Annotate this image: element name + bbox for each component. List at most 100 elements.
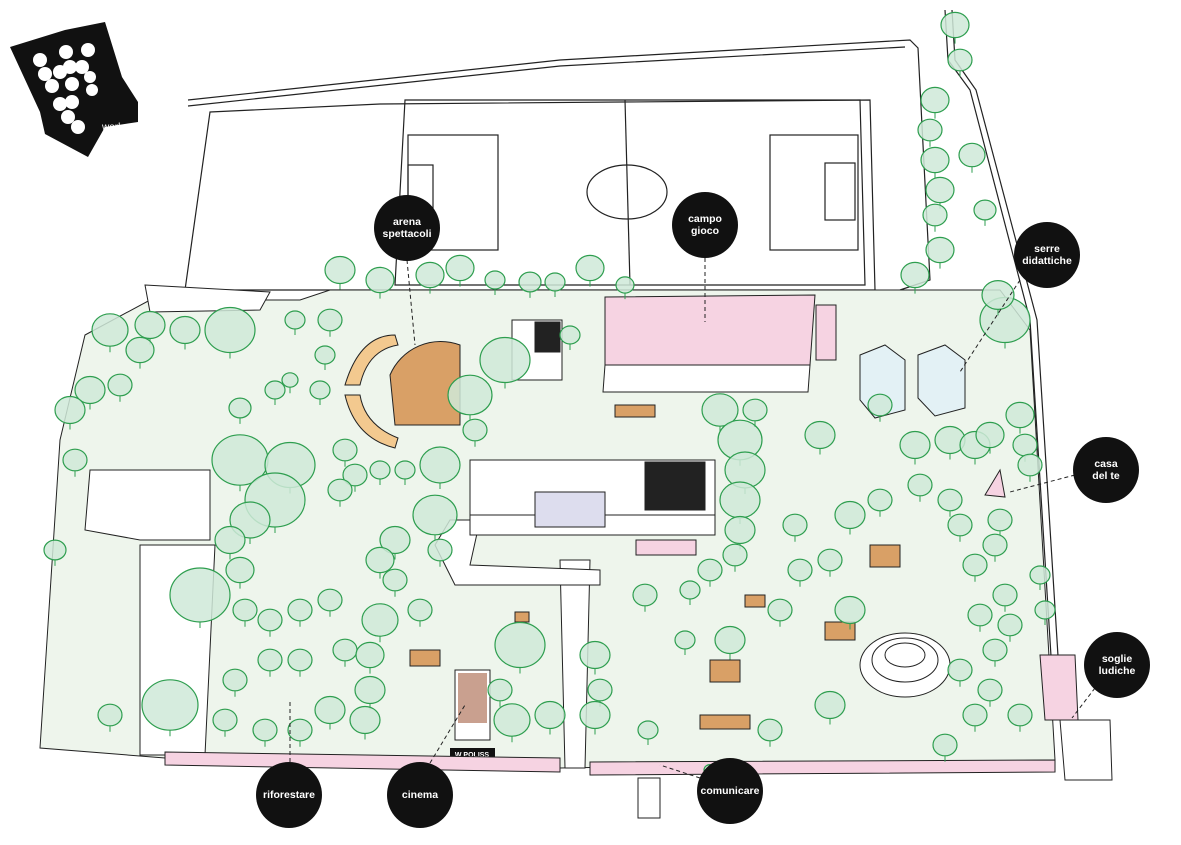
tree-icon xyxy=(415,261,445,289)
tree-icon xyxy=(125,336,155,364)
tree-icon xyxy=(447,374,493,416)
tree-icon xyxy=(493,703,531,737)
tree-icon xyxy=(382,568,408,592)
tree-icon xyxy=(419,446,461,484)
tree-icon xyxy=(674,630,696,650)
tree-icon xyxy=(264,380,286,400)
wood-deck xyxy=(514,611,530,623)
label-text: serre xyxy=(1034,243,1060,255)
tree-icon xyxy=(719,481,761,519)
tree-icon xyxy=(917,118,943,142)
tree-icon xyxy=(834,500,866,530)
hill xyxy=(859,632,951,698)
tree-icon xyxy=(169,315,201,345)
tree-icon xyxy=(992,583,1018,607)
tree-icon xyxy=(97,703,123,727)
south-wall-east xyxy=(589,759,1056,776)
wood-deck xyxy=(709,659,741,683)
tree-icon xyxy=(365,546,395,574)
tree-icon xyxy=(697,558,723,582)
logo-line2: in poliss xyxy=(102,132,139,143)
label-text: comunicare xyxy=(700,785,760,797)
tree-icon xyxy=(962,553,988,577)
tree-icon xyxy=(484,270,506,290)
wood-deck xyxy=(869,544,901,568)
tree-icon xyxy=(987,508,1013,532)
label-riforestare[interactable]: riforestare xyxy=(256,762,322,828)
tree-icon xyxy=(1007,703,1033,727)
tree-icon xyxy=(867,393,893,417)
tree-icon xyxy=(284,310,306,330)
label-cinema[interactable]: cinema xyxy=(387,762,453,828)
tree-icon xyxy=(222,668,248,692)
tree-icon xyxy=(412,494,458,536)
label-text: spettacoli xyxy=(382,228,432,240)
tree-icon xyxy=(518,271,542,293)
tree-icon xyxy=(722,543,748,567)
tree-icon xyxy=(940,11,970,39)
tree-icon xyxy=(973,199,997,221)
tree-icon xyxy=(212,708,238,732)
tree-icon xyxy=(757,718,783,742)
tree-icon xyxy=(287,648,313,672)
tree-icon xyxy=(767,598,793,622)
tree-icon xyxy=(587,678,613,702)
tree-icon xyxy=(907,473,933,497)
tree-icon xyxy=(287,598,313,622)
label-text: gioco xyxy=(691,225,719,237)
tree-icon xyxy=(899,430,931,460)
tree-icon xyxy=(782,513,808,537)
tree-icon xyxy=(91,313,129,347)
wood-decks xyxy=(409,404,901,730)
tree-icon xyxy=(407,598,433,622)
tree-icon xyxy=(1017,453,1043,477)
label-text: soglie xyxy=(1101,653,1133,665)
label-text: del te xyxy=(1092,470,1120,482)
arena xyxy=(344,334,461,449)
soglie-ludiche-court xyxy=(1059,719,1113,781)
tree-icon xyxy=(394,460,416,480)
tree-icon xyxy=(834,595,866,625)
tree-icon xyxy=(714,625,746,655)
tree-icon xyxy=(317,588,343,612)
tree-icon xyxy=(361,603,399,637)
soglie-ludiche-area xyxy=(1039,654,1079,721)
label-text: casa xyxy=(1094,458,1118,470)
tree-icon xyxy=(925,236,955,264)
tree-icon xyxy=(479,336,531,384)
tree-icon xyxy=(257,608,283,632)
wood-deck xyxy=(744,594,766,608)
tree-icon xyxy=(922,203,948,227)
main-building xyxy=(469,319,716,556)
tree-icon xyxy=(932,733,958,757)
tree-icon xyxy=(804,420,836,450)
label-text: cinema xyxy=(401,789,439,801)
tree-icon xyxy=(947,48,973,72)
tree-icon xyxy=(445,254,475,282)
tree-icon xyxy=(494,621,546,669)
tree-icon xyxy=(232,598,258,622)
tree-icon xyxy=(817,548,843,572)
tree-icon xyxy=(365,266,395,294)
tree-icon xyxy=(920,146,950,174)
tree-icon xyxy=(349,705,381,735)
logo-mark xyxy=(10,22,138,157)
tree-icon xyxy=(1034,600,1056,620)
tree-icon xyxy=(462,418,488,442)
tree-icon xyxy=(679,580,701,600)
label-text: didattiche xyxy=(1022,255,1072,267)
tree-icon xyxy=(204,306,256,354)
tree-icon xyxy=(369,460,391,480)
tree-icon xyxy=(900,261,930,289)
label-comunicare[interactable]: comunicare xyxy=(697,758,763,824)
tree-icon xyxy=(997,613,1023,637)
tree-icon xyxy=(947,658,973,682)
tree-icon xyxy=(977,678,1003,702)
tree-icon xyxy=(1005,401,1035,429)
football-field xyxy=(184,99,876,291)
